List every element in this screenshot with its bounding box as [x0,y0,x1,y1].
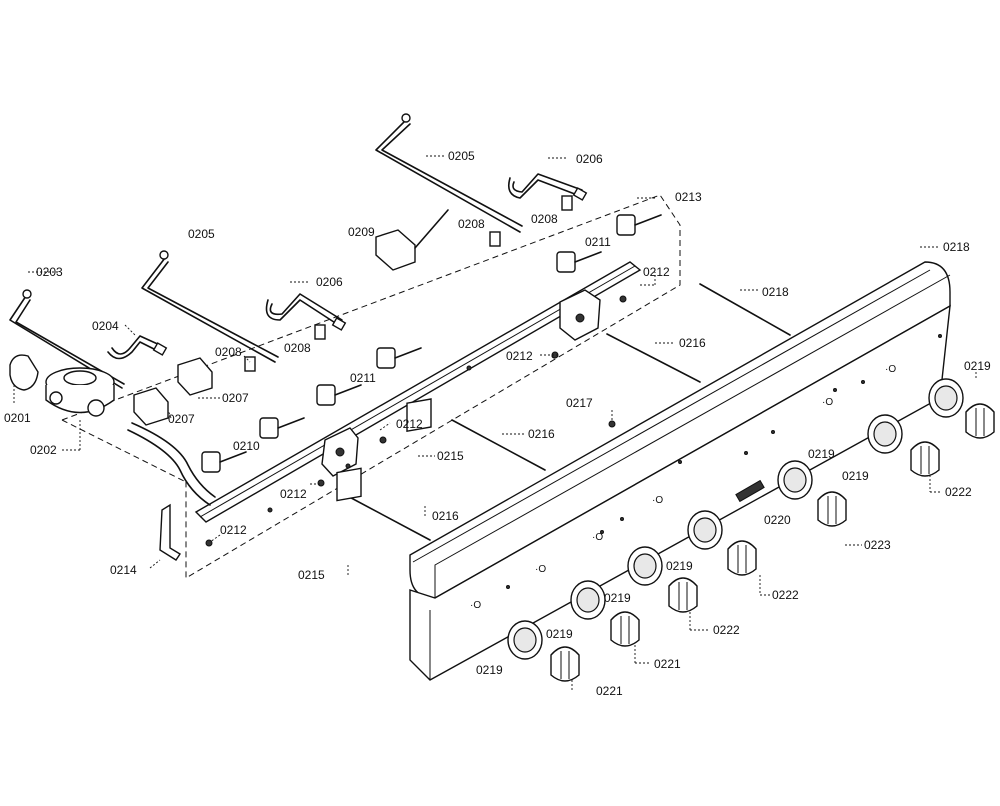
part-label-0206: 0206 [576,152,603,166]
part-label-0201: 0201 [4,411,31,425]
regulator [9,354,115,417]
assembly-boundary [61,194,681,579]
valves-boxes [133,209,449,426]
panel-mark: ·O [535,564,546,575]
part-label-0222: 0222 [945,485,972,499]
part-label-0218: 0218 [762,285,789,299]
part-label-0214: 0214 [110,563,137,577]
part-label-0217: 0217 [566,396,593,410]
part-label-0208: 0208 [531,212,558,226]
part-label-0208: 0208 [284,341,311,355]
part-label-0212: 0212 [643,265,670,279]
part-label-0209: 0209 [348,225,375,239]
part-label-0206: 0206 [316,275,343,289]
ignition-rods [339,283,791,541]
part-label-0219: 0219 [604,591,631,605]
part-label-0212: 0212 [506,349,533,363]
part-label-0216: 0216 [432,509,459,523]
part-label-0205: 0205 [448,149,475,163]
inlet-pipe [127,422,216,506]
part-label-0212: 0212 [280,487,307,501]
part-label-0208: 0208 [215,345,242,359]
part-label-0218: 0218 [943,240,970,254]
part-label-0204: 0204 [92,319,119,333]
leader-lines [13,155,977,690]
part-label-0211: 0211 [585,235,611,249]
part-label-0223: 0223 [864,538,891,552]
part-label-0216: 0216 [679,336,706,350]
part-label-0219: 0219 [476,663,503,677]
part-label-0221: 0221 [654,657,681,671]
part-label-0219: 0219 [666,559,693,573]
knobs [550,403,995,682]
part-label-0222: 0222 [772,588,799,602]
panel-mark: ·O [592,532,603,543]
burner-valves [201,214,662,473]
spark-modules [336,398,432,502]
part-label-0207: 0207 [168,412,195,426]
part-labels: 0203 0201 0202 0204 0205 0205 0206 0206 … [4,149,991,698]
part-label-0213: 0213 [675,190,702,204]
part-label-0207: 0207 [222,391,249,405]
part-label-0222: 0222 [713,623,740,637]
part-label-0212: 0212 [220,523,247,537]
part-label-0208: 0208 [458,217,485,231]
panel-mark: ·O [470,600,481,611]
part-label-0221: 0221 [596,684,623,698]
part-label-0202: 0202 [30,443,57,457]
part-label-0215: 0215 [298,568,325,582]
clips [244,195,573,372]
part-label-0215: 0215 [437,449,464,463]
part-label-0212: 0212 [396,417,423,431]
gas-tubes [9,113,588,389]
part-label-0219: 0219 [546,627,573,641]
part-label-0211: 0211 [350,371,376,385]
small-parts [159,295,627,561]
part-label-0219: 0219 [964,359,991,373]
part-label-0216: 0216 [528,427,555,441]
part-label-0219: 0219 [842,469,869,483]
panel-mark: ·O [885,364,896,375]
knob-bezels [507,378,964,660]
part-label-0210: 0210 [233,439,260,453]
part-label-0219: 0219 [808,447,835,461]
manifold-tube [194,261,642,523]
part-label-0205: 0205 [188,227,215,241]
part-label-0203: 0203 [36,265,63,279]
part-label-0220: 0220 [764,513,791,527]
panel-mark: ·O [652,495,663,506]
emblem-badge [735,479,765,503]
control-panel: ·O ·O ·O ·O ·O ·O [409,261,951,681]
panel-mark: ·O [822,397,833,408]
